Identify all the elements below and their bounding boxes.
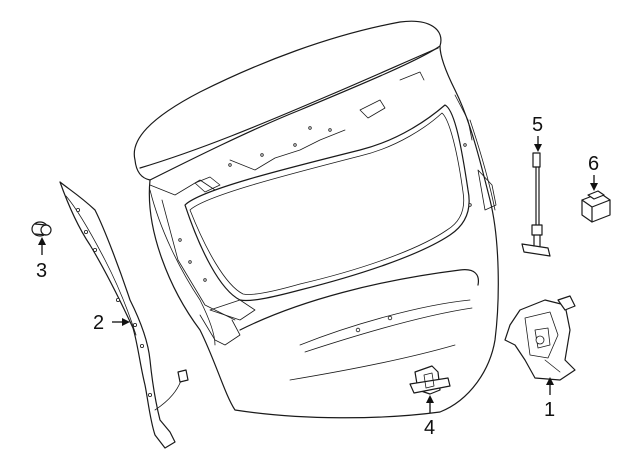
callout-3: 3 bbox=[36, 260, 47, 282]
latch-assembly bbox=[504, 295, 576, 381]
release-switch bbox=[581, 190, 611, 223]
striker bbox=[409, 365, 451, 395]
callout-arrows bbox=[38, 136, 598, 413]
callout-1: 1 bbox=[544, 399, 555, 421]
callout-2: 2 bbox=[93, 312, 104, 334]
callout-5: 5 bbox=[532, 114, 543, 136]
lift-support-strut bbox=[521, 152, 551, 257]
liftgate-assembly bbox=[133, 20, 499, 419]
push-clip bbox=[31, 221, 52, 237]
callout-4: 4 bbox=[424, 417, 435, 439]
callout-6: 6 bbox=[588, 153, 599, 175]
side-trim-panel bbox=[59, 181, 189, 449]
